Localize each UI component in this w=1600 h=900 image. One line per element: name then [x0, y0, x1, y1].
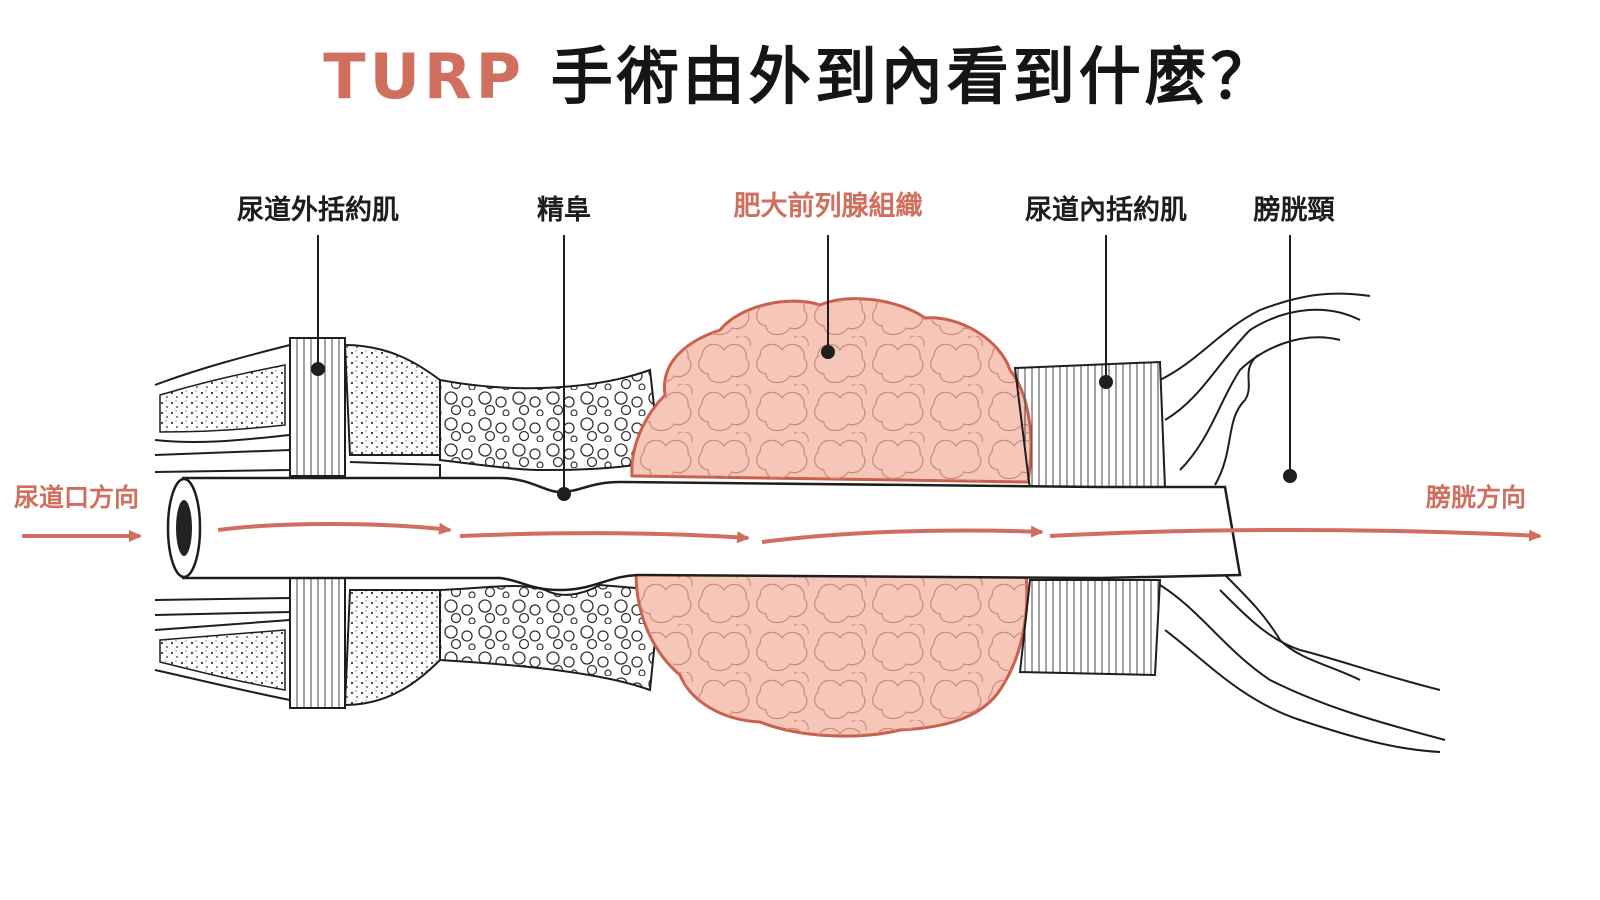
- bladder-wall: [1159, 292, 1446, 753]
- label-internal-sphincter: 尿道內括約肌: [1025, 195, 1187, 226]
- prostate-pointer-dot: [821, 345, 835, 359]
- title-main: 手術由外到內看到什麼？: [550, 40, 1277, 113]
- label-external-sphincter: 尿道外括約肌: [237, 195, 399, 226]
- arrow-seg-1: [217, 522, 452, 535]
- prostate-upper-lobe: [630, 297, 1033, 484]
- urethral-opening: [166, 477, 202, 579]
- prostate-lower-lobe: [634, 572, 1029, 738]
- arrow-seg-3: [761, 525, 1044, 544]
- internal-sphincter-upper: [1013, 360, 1167, 492]
- internal-sphincter-lower: [1018, 579, 1162, 677]
- internal-sphincter-pointer-dot: [1099, 375, 1113, 389]
- direction-urethral-opening: 尿道口方向: [14, 483, 140, 512]
- flow-arrows: [22, 522, 1542, 544]
- leader-lines: [311, 235, 1297, 501]
- external-sphincter-pointer-dot: [311, 362, 325, 376]
- external-sphincter-lower: [289, 569, 346, 709]
- arrow-seg-2: [459, 531, 750, 544]
- arrow-seg-4: [1049, 528, 1542, 542]
- bladder-neck-pointer-dot: [1283, 469, 1297, 483]
- lower-outer-tissue: [154, 583, 662, 707]
- diagram-title: TURP 手術由外到內看到什麼？: [0, 26, 1600, 116]
- direction-bladder: 膀胱方向: [1426, 483, 1527, 512]
- title-accent: TURP: [323, 40, 526, 113]
- label-bladder-neck: 膀胱頸: [1253, 195, 1335, 226]
- label-prostate-tissue: 肥大前列腺組織: [733, 191, 923, 222]
- verumontanum-pointer-dot: [557, 487, 571, 501]
- label-verumontanum: 精阜: [537, 195, 591, 226]
- upper-outer-tissue: [154, 343, 662, 481]
